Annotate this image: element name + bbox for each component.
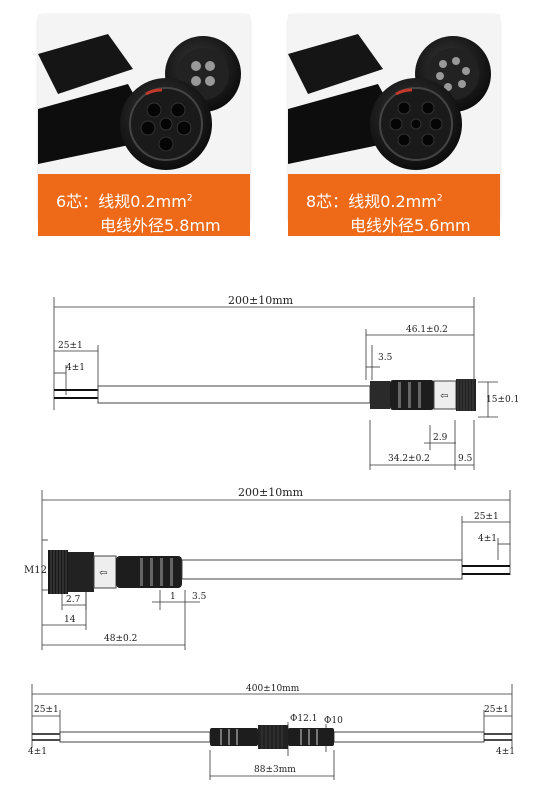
dim-phi-12-1: Φ12.1 <box>290 714 317 724</box>
drawing-male-connector: ⇦ 200±10mm 25±1 4±1 M12 2.7 14 48±0.2 1 … <box>24 486 511 650</box>
dim-15: 15±0.1 <box>486 395 519 405</box>
dim-88: 88±3mm <box>254 765 296 775</box>
dim-total-length: 200±10mm <box>238 486 304 499</box>
dim-bare-length: 4±1 <box>478 534 497 544</box>
dim-bare-length: 4±1 <box>66 363 85 373</box>
dim-3-5: 3.5 <box>192 592 207 602</box>
spec-line-2: 电线外径5.8mm <box>100 216 221 235</box>
spec-line-1: 8芯：线规0.2mm2 <box>306 192 443 211</box>
dim-34-2: 34.2±0.2 <box>388 454 430 464</box>
cable-card-6-core: 6芯：线规0.2mm2 电线外径5.8mm <box>38 14 250 236</box>
dim-3-5: 3.5 <box>378 353 393 363</box>
dim-9-5: 9.5 <box>458 454 473 464</box>
dim-head-length: 46.1±0.2 <box>406 325 448 335</box>
cable-spec-6-core: 6芯：线规0.2mm2 电线外径5.8mm <box>38 174 250 236</box>
dim-bare-left: 4±1 <box>28 747 47 757</box>
spec-line-2: 电线外径5.6mm <box>350 216 471 235</box>
dim-48: 48±0.2 <box>104 634 137 644</box>
dim-strip-length: 25±1 <box>58 341 83 351</box>
drawing-female-connector: ⇦ 200±10mm 25±1 4±1 46.1±0.2 3.5 15±0.1 … <box>53 294 519 470</box>
dim-strip-left: 25±1 <box>34 705 59 715</box>
svg-text:⇦: ⇦ <box>99 568 107 579</box>
dim-2-9: 2.9 <box>433 433 448 443</box>
dim-2-7: 2.7 <box>66 595 81 605</box>
dim-14: 14 <box>64 615 76 625</box>
dim-strip-right: 25±1 <box>484 705 509 715</box>
connector-photo-6-core <box>38 14 250 174</box>
dim-strip-length: 25±1 <box>474 512 499 522</box>
dim-total-length: 200±10mm <box>228 294 294 307</box>
dim-thread: M12 <box>24 565 47 576</box>
dim-total-length: 400±10mm <box>246 684 300 694</box>
dim-phi-10: Φ10 <box>324 716 343 726</box>
dim-bare-right: 4±1 <box>496 747 515 757</box>
cable-spec-8-core: 8芯：线规0.2mm2 电线外径5.6mm <box>288 174 500 236</box>
drawing-extension-cable: 400±10mm 25±1 25±1 4±1 4±1 Φ12.1 Φ10 88±… <box>28 684 515 780</box>
svg-text:⇦: ⇦ <box>440 391 448 402</box>
cable-card-8-core: 8芯：线规0.2mm2 电线外径5.6mm <box>288 14 500 236</box>
connector-photo-8-core <box>288 14 500 174</box>
spec-line-1: 6芯：线规0.2mm2 <box>56 192 193 211</box>
dim-1: 1 <box>170 592 176 602</box>
